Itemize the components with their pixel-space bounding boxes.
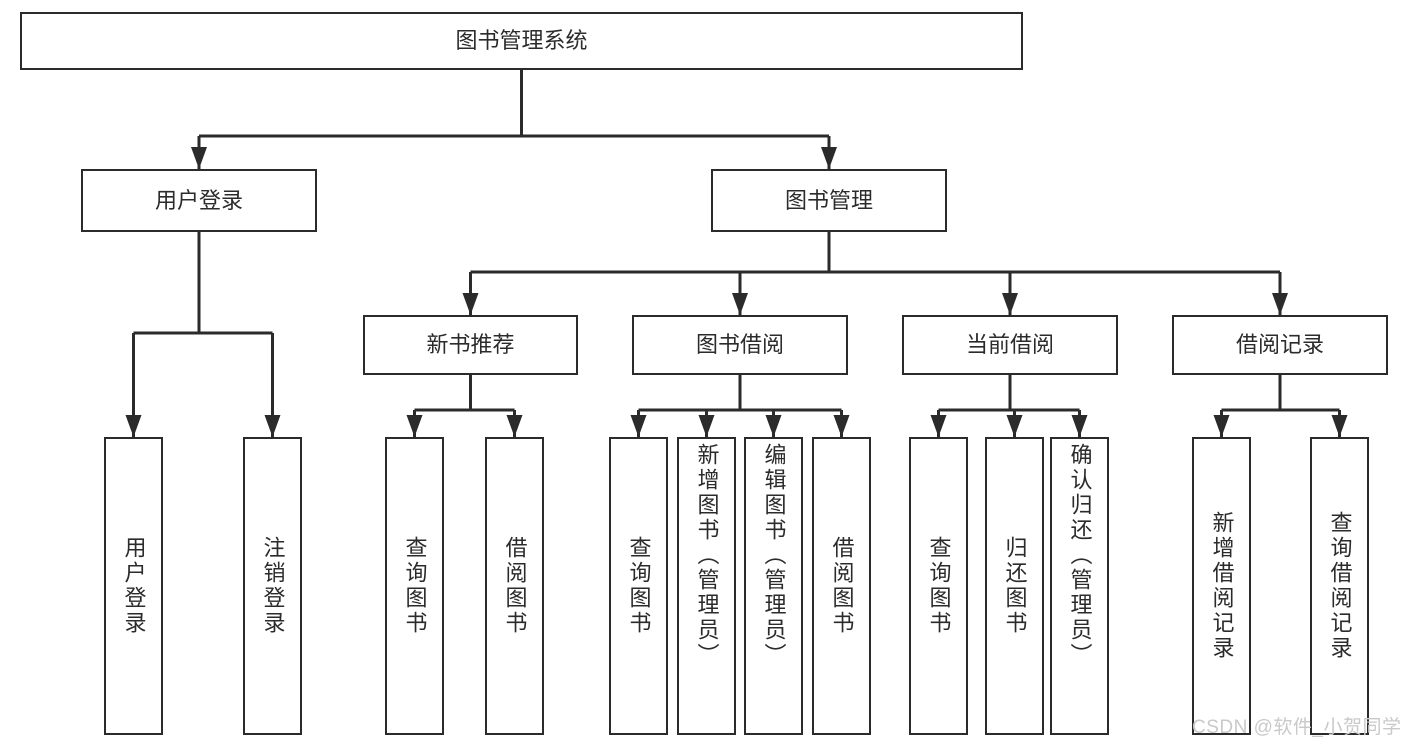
node-label-cur-confirm: 确认归还（管理员） bbox=[1067, 443, 1093, 668]
node-login-out[interactable]: 注销登录 bbox=[243, 437, 302, 735]
node-login-in[interactable]: 用户登录 bbox=[104, 437, 163, 735]
node-root[interactable]: 图书管理系统 bbox=[20, 12, 1023, 70]
node-label-cur-return: 归还图书 bbox=[1002, 536, 1028, 636]
node-records[interactable]: 借阅记录 bbox=[1172, 315, 1388, 375]
node-login[interactable]: 用户登录 bbox=[81, 169, 317, 232]
node-label-borrow: 图书借阅 bbox=[695, 332, 784, 358]
node-rec-query[interactable]: 查询借阅记录 bbox=[1310, 437, 1369, 735]
node-label-login-in: 用户登录 bbox=[121, 536, 147, 636]
node-label-rec-query: 查询借阅记录 bbox=[1327, 511, 1353, 661]
node-label-root: 图书管理系统 bbox=[455, 28, 588, 54]
node-label-new-borrow: 借阅图书 bbox=[502, 536, 528, 636]
node-label-cur-query: 查询图书 bbox=[926, 536, 952, 636]
node-label-login-out: 注销登录 bbox=[260, 536, 286, 636]
node-label-current: 当前借阅 bbox=[965, 332, 1054, 358]
node-label-records: 借阅记录 bbox=[1235, 332, 1324, 358]
node-cur-query[interactable]: 查询图书 bbox=[909, 437, 968, 735]
node-br-edit[interactable]: 编辑图书（管理员） bbox=[744, 437, 803, 735]
node-current[interactable]: 当前借阅 bbox=[902, 315, 1118, 375]
node-bookmgmt[interactable]: 图书管理 bbox=[711, 169, 947, 232]
node-newbook[interactable]: 新书推荐 bbox=[363, 315, 578, 375]
node-label-new-query: 查询图书 bbox=[402, 536, 428, 636]
node-label-br-borrow: 借阅图书 bbox=[829, 536, 855, 636]
node-cur-return[interactable]: 归还图书 bbox=[985, 437, 1044, 735]
node-borrow[interactable]: 图书借阅 bbox=[632, 315, 848, 375]
node-label-bookmgmt: 图书管理 bbox=[784, 187, 873, 213]
node-br-borrow[interactable]: 借阅图书 bbox=[812, 437, 871, 735]
node-br-add[interactable]: 新增图书（管理员） bbox=[677, 437, 736, 735]
node-new-borrow[interactable]: 借阅图书 bbox=[485, 437, 544, 735]
node-br-query[interactable]: 查询图书 bbox=[609, 437, 668, 735]
node-label-br-query: 查询图书 bbox=[626, 536, 652, 636]
node-label-newbook: 新书推荐 bbox=[426, 332, 515, 358]
node-label-login: 用户登录 bbox=[154, 187, 243, 213]
csdn-watermark: CSDN @软件_小贺同学 bbox=[1192, 717, 1402, 738]
node-label-br-add: 新增图书（管理员） bbox=[694, 443, 720, 668]
node-label-br-edit: 编辑图书（管理员） bbox=[761, 443, 787, 668]
node-new-query[interactable]: 查询图书 bbox=[385, 437, 444, 735]
node-cur-confirm[interactable]: 确认归还（管理员） bbox=[1050, 437, 1109, 735]
node-rec-add[interactable]: 新增借阅记录 bbox=[1192, 437, 1251, 735]
node-label-rec-add: 新增借阅记录 bbox=[1209, 511, 1235, 661]
